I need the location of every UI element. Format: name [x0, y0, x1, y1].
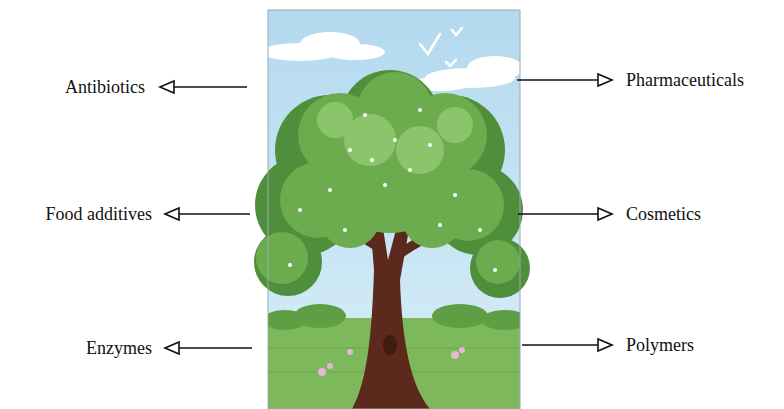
canopy	[428, 143, 432, 147]
panel-border	[268, 10, 520, 409]
canopy	[254, 70, 530, 298]
canopy	[298, 208, 302, 212]
canopy	[317, 102, 473, 174]
bird	[446, 60, 456, 66]
product-label: Antibiotics	[65, 76, 145, 98]
canopy	[317, 102, 353, 138]
canopy	[256, 232, 308, 284]
arrow	[517, 79, 600, 81]
canopy	[256, 72, 520, 284]
canopy	[348, 148, 352, 152]
arrow	[165, 208, 179, 220]
arrow	[165, 342, 179, 354]
product-label: Cosmetics	[626, 203, 701, 225]
flower	[318, 347, 465, 376]
canopy	[402, 188, 462, 248]
bird	[420, 28, 462, 66]
canopy	[438, 223, 442, 227]
flower	[327, 363, 333, 369]
canopy	[328, 188, 332, 192]
canopy	[470, 238, 530, 298]
arrow	[598, 74, 612, 86]
knot	[383, 335, 397, 355]
arrow	[177, 347, 252, 349]
product-label: Polymers	[626, 334, 694, 356]
canopy	[363, 113, 367, 117]
bush	[432, 304, 488, 328]
canopy	[288, 108, 497, 272]
flower	[318, 368, 326, 376]
arrow	[160, 81, 174, 93]
scene	[268, 10, 520, 409]
canopy	[320, 188, 380, 248]
arrow	[172, 86, 247, 88]
product-label: Food additives	[46, 203, 153, 225]
arrow	[522, 344, 600, 346]
arrow	[518, 213, 600, 215]
canopy	[343, 228, 347, 232]
flower	[347, 349, 353, 355]
canopy	[476, 240, 520, 284]
product-label: Pharmaceuticals	[626, 69, 744, 91]
bush	[481, 310, 520, 330]
arrow	[598, 208, 612, 220]
cloud	[325, 44, 385, 60]
cloud	[467, 56, 520, 80]
arrow	[160, 74, 612, 354]
canopy	[383, 183, 387, 187]
flower	[459, 347, 465, 353]
arrow	[177, 213, 250, 215]
trunk	[352, 220, 430, 409]
canopy	[493, 268, 497, 272]
canopy	[408, 168, 412, 172]
canopy	[437, 107, 473, 143]
canopy	[478, 228, 482, 232]
canopy	[396, 126, 444, 174]
canopy	[254, 70, 530, 298]
canopy	[453, 193, 457, 197]
bush	[294, 304, 346, 328]
product-label: Enzymes	[86, 337, 152, 359]
canopy	[254, 228, 322, 296]
arrow	[598, 339, 612, 351]
canopy	[288, 263, 292, 267]
bird	[420, 34, 440, 54]
canopy	[393, 138, 397, 142]
canopy	[370, 158, 374, 162]
bird	[452, 28, 462, 35]
canopy	[418, 108, 422, 112]
flower	[451, 351, 459, 359]
